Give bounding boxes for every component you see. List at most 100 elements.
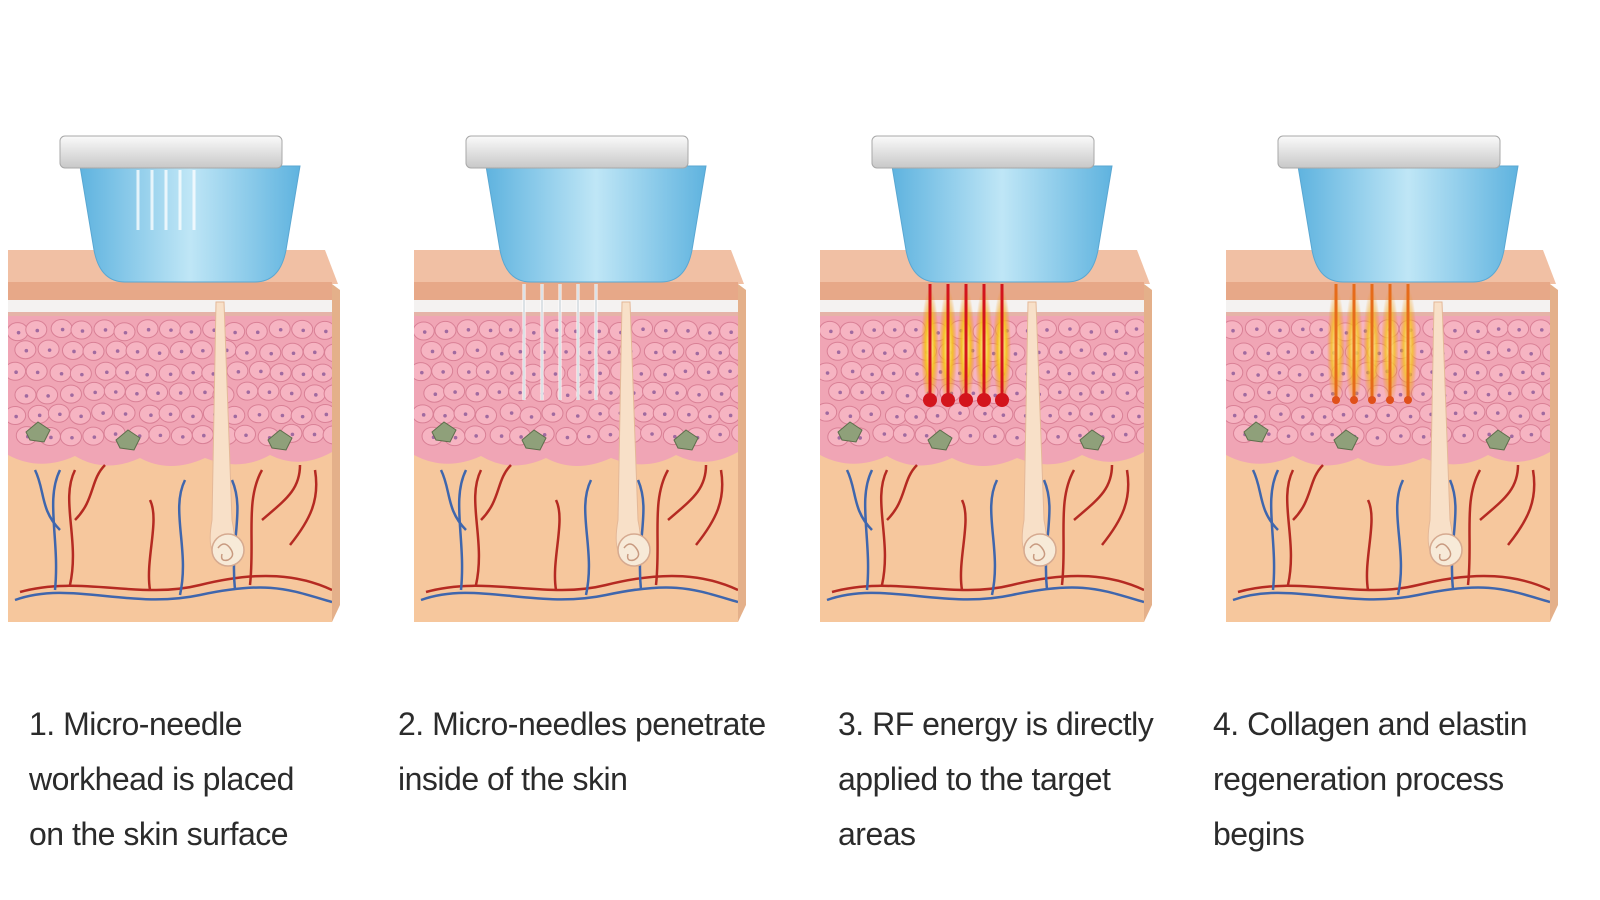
cell-nucleus	[675, 391, 679, 395]
cell-nucleus	[1330, 432, 1334, 437]
cell-nucleus	[321, 372, 326, 376]
cell-nucleus	[935, 414, 940, 418]
cell-nucleus	[1421, 392, 1425, 396]
vein-vessel	[1396, 479, 1405, 596]
cell-nucleus	[858, 436, 862, 440]
cell-nucleus	[179, 349, 184, 354]
cell-nucleus	[1476, 329, 1480, 334]
cell-nucleus	[1421, 435, 1426, 439]
cell-nucleus	[728, 413, 733, 418]
panel-4-illustration	[1226, 135, 1558, 622]
cell-nucleus	[80, 329, 85, 333]
cell-nucleus	[146, 327, 151, 332]
melanocyte	[927, 429, 953, 451]
skin-side-face	[738, 284, 746, 622]
melanocyte	[115, 429, 141, 451]
cell-nucleus	[542, 433, 547, 437]
cell-nucleus	[1134, 327, 1139, 331]
cell-nucleus	[850, 369, 855, 374]
cell-nucleus	[1253, 414, 1258, 419]
cell-nucleus	[915, 372, 919, 376]
artery-vessel	[959, 499, 967, 591]
cell-nucleus	[1015, 435, 1019, 440]
cell-nucleus	[1529, 351, 1533, 356]
cell-nucleus	[518, 349, 523, 354]
cell-nucleus	[267, 390, 272, 395]
cell-nucleus	[1496, 327, 1501, 331]
artery-vessel	[1286, 469, 1295, 586]
cell-nucleus	[16, 330, 21, 335]
skin-side-face	[332, 284, 340, 622]
caption-line: inside of the skin	[398, 761, 628, 797]
cell-nucleus	[729, 330, 733, 335]
vein-vessel	[14, 586, 332, 604]
cell-nucleus	[191, 370, 195, 375]
retracted-needle	[136, 170, 140, 230]
cell-nucleus	[650, 432, 654, 436]
cell-nucleus	[1231, 371, 1236, 376]
stratum-line	[8, 312, 332, 316]
cell-nucleus	[269, 351, 274, 356]
skin-cell	[728, 342, 738, 361]
cell-nucleus	[1517, 328, 1521, 332]
cell-nucleus	[1123, 432, 1128, 437]
cell-nucleus	[135, 391, 139, 396]
cell-nucleus	[872, 328, 876, 332]
cell-nucleus	[474, 434, 478, 438]
cell-nucleus	[1048, 413, 1052, 418]
cell-nucleus	[519, 435, 523, 439]
panel-3-illustration	[820, 135, 1152, 622]
cell-nucleus	[1539, 328, 1544, 332]
cell-nucleus	[1091, 371, 1095, 375]
cell-nucleus	[642, 412, 647, 416]
cell-nucleus	[1487, 432, 1491, 437]
cell-nucleus	[641, 327, 645, 332]
skin-side-face	[1144, 284, 1152, 622]
cell-nucleus	[291, 351, 296, 356]
skin-cell	[1531, 402, 1550, 422]
skin-cell	[719, 321, 738, 341]
skin-cell	[729, 385, 738, 404]
cell-nucleus	[1473, 411, 1478, 415]
rf-needle-tip	[1386, 396, 1394, 404]
cell-nucleus	[695, 351, 700, 356]
cell-nucleus	[421, 413, 426, 417]
cell-nucleus	[191, 414, 195, 419]
vein-vessel	[1042, 479, 1051, 591]
caption-line: 4. Collagen and elastin	[1213, 706, 1528, 742]
artery-vessel	[1060, 469, 1076, 586]
cell-nucleus	[883, 351, 887, 355]
skin-cell	[1529, 319, 1550, 339]
stratum-layer	[414, 300, 738, 312]
cell-nucleus	[508, 328, 513, 332]
cell-nucleus	[1463, 390, 1468, 395]
cell-nucleus	[1310, 350, 1315, 355]
cell-nucleus	[1319, 327, 1323, 332]
cell-nucleus	[718, 351, 723, 355]
cell-nucleus	[880, 390, 885, 395]
vein-vessel	[230, 479, 239, 591]
cell-nucleus	[608, 432, 613, 437]
cell-nucleus	[518, 390, 522, 395]
cell-nucleus	[312, 350, 317, 355]
cell-nucleus	[259, 369, 263, 374]
vein-vessel	[420, 586, 738, 604]
cell-nucleus	[441, 370, 445, 374]
artery-vessel	[1479, 464, 1520, 521]
cell-nucleus	[1078, 392, 1083, 396]
cell-nucleus	[157, 351, 162, 355]
cell-nucleus	[1453, 411, 1458, 416]
cell-nucleus	[597, 329, 601, 334]
skin-cell	[1126, 405, 1144, 425]
cell-nucleus	[24, 348, 29, 353]
cell-nucleus	[453, 390, 457, 394]
rf-needle-tip	[1332, 396, 1340, 404]
caption-line: 1. Micro-needle	[29, 706, 243, 742]
rf-needle-tip	[923, 393, 937, 407]
sweat-gland	[1023, 533, 1057, 567]
cell-nucleus	[564, 350, 568, 354]
cell-nucleus	[1243, 351, 1247, 355]
cell-nucleus	[1103, 352, 1107, 356]
cell-nucleus	[829, 329, 833, 334]
cell-nucleus	[1301, 327, 1305, 332]
